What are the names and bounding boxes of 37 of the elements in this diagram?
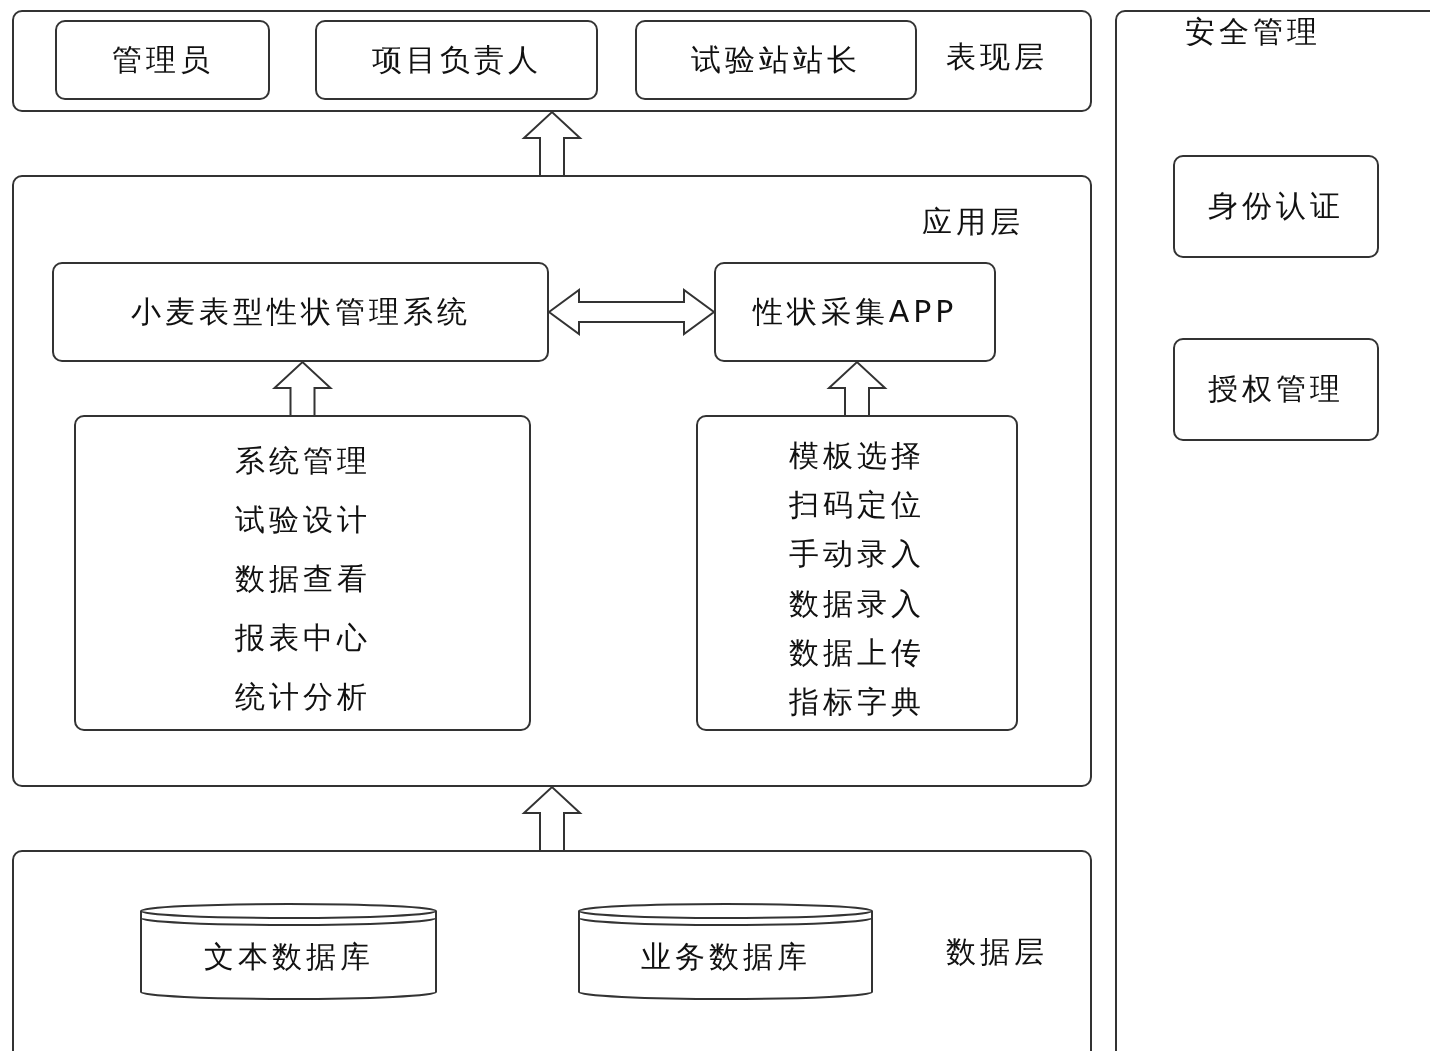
list-item: 系统管理 (234, 445, 371, 476)
module-box (696, 415, 1018, 731)
database-cylinder (140, 903, 437, 1000)
layer-box (12, 850, 1092, 1051)
layer-label: 数据层 (946, 937, 1048, 967)
layer-label: 安全管理 (1185, 17, 1321, 47)
layer-box (12, 175, 1092, 787)
list-item: 扫码定位 (789, 490, 925, 520)
list-item: 试验设计 (234, 504, 371, 535)
database-cylinder (578, 903, 873, 1000)
list-item: 报表中心 (234, 623, 371, 654)
list-item: 手动录入 (789, 539, 925, 570)
process-box: 项目负责人 (315, 20, 598, 100)
list-item: 数据录入 (789, 588, 925, 619)
block-arrow (521, 110, 583, 176)
list-item: 数据上传 (789, 638, 925, 668)
process-box: 授权管理 (1173, 338, 1379, 441)
database-label: 文本数据库 (203, 941, 374, 972)
process-box: 管理员 (55, 20, 270, 100)
block-arrow (826, 360, 888, 416)
block-arrow (521, 785, 583, 851)
process-box: 性状采集APP (714, 262, 996, 362)
list-item: 模板选择 (789, 440, 925, 471)
block-arrow (271, 360, 334, 416)
module-box (74, 415, 531, 731)
list-item: 数据查看 (234, 564, 371, 594)
block-arrow (547, 288, 716, 336)
process-box: 小麦表型性状管理系统 (52, 262, 549, 362)
layer-label: 应用层 (922, 207, 1024, 237)
layer-box (12, 10, 1092, 112)
list-item: 统计分析 (234, 682, 371, 713)
database-label: 业务数据库 (640, 941, 811, 972)
process-box: 试验站站长 (635, 20, 917, 100)
process-box: 身份认证 (1173, 155, 1379, 258)
layer-box (1115, 10, 1430, 1051)
list-item: 指标字典 (789, 687, 925, 718)
layer-label: 表现层 (946, 42, 1048, 72)
